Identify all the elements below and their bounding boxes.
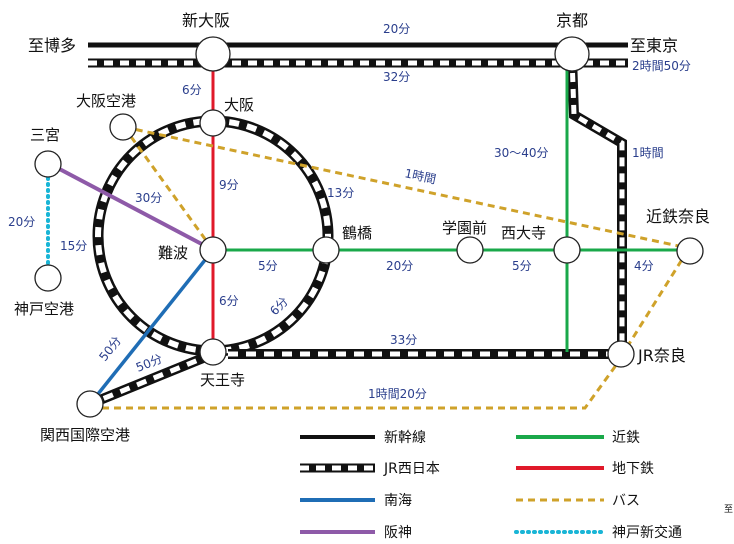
label-gakuenmae: 学園前: [442, 219, 487, 237]
label-tsuruhashi: 鶴橋: [342, 224, 372, 242]
label-kintetsu-nara: 近鉄奈良: [646, 207, 710, 226]
station-tsuruhashi-node[interactable]: [312, 236, 340, 264]
time-itami-nara: 1時間: [403, 166, 437, 186]
jr-kix-line: [88, 349, 215, 409]
station-shin-osaka-node[interactable]: [195, 36, 231, 72]
station-namba-node[interactable]: [199, 236, 227, 264]
label-sannomiya: 三宮: [30, 126, 60, 144]
jr-nara-line: [567, 56, 627, 350]
cutoff-label: 至: [724, 504, 733, 515]
time-namba-tsuruhashi: 5分: [258, 259, 278, 273]
time-osaka-tsuruhashi: 13分: [327, 186, 354, 200]
station-gakuenmae-node[interactable]: [456, 236, 484, 264]
station-jr-nara-node[interactable]: [607, 340, 635, 368]
time-tsuruhashi-gakuenmae: 20分: [386, 259, 413, 273]
legend-label-nankai: 南海: [384, 493, 412, 509]
station-kintetsu-nara-node[interactable]: [676, 237, 704, 265]
legend-label-hanshin: 阪神: [384, 525, 412, 541]
time-tennoji-tsuruhashi: 6分: [267, 294, 291, 318]
time-sannomiya-kobe: 20分: [8, 215, 35, 229]
station-sannomiya-node[interactable]: [34, 150, 62, 178]
nankai-line: [88, 248, 215, 406]
station-osaka-node[interactable]: [199, 109, 227, 137]
label-kobe-airport: 神戸空港: [14, 300, 74, 318]
time-kyoto-jrnara: 1時間: [632, 146, 664, 160]
legend-label-shinkansen: 新幹線: [384, 429, 426, 446]
label-osaka: 大阪: [224, 96, 254, 114]
label-tennoji: 天王寺: [200, 371, 245, 389]
label-kix: 関西国際空港: [40, 426, 130, 444]
time-jr-top: 32分: [383, 70, 410, 84]
time-kix-namba: 50分: [96, 334, 124, 364]
time-kyoto-saidaiji: 30〜40分: [494, 146, 549, 160]
label-hakata: 至博多: [28, 36, 76, 55]
label-saidaiji: 西大寺: [501, 224, 546, 242]
time-shinkansen: 20分: [383, 22, 410, 36]
time-saidaiji-kintetsunara: 4分: [634, 259, 654, 273]
station-kyoto-node[interactable]: [554, 36, 590, 72]
legend-label-jr: JR西日本: [383, 461, 440, 477]
legend: 新幹線 JR西日本 南海 阪神 近鉄 地下鉄 バス 神戸新交通: [300, 429, 682, 541]
time-gakuenmae-saidaiji: 5分: [512, 259, 532, 273]
station-tennoji-node[interactable]: [199, 338, 227, 366]
station-itami-node[interactable]: [109, 113, 137, 141]
time-namba-tennoji: 6分: [219, 294, 239, 308]
label-jr-nara: JR奈良: [637, 346, 686, 365]
station-kix-node[interactable]: [76, 390, 104, 418]
station-saidaiji-node[interactable]: [553, 236, 581, 264]
time-kix-nara: 1時間20分: [368, 387, 427, 401]
label-tokyo: 至東京: [630, 36, 678, 55]
label-kyoto: 京都: [556, 11, 588, 30]
legend-label-subway: 地下鉄: [612, 461, 654, 477]
legend-label-kintetsu: 近鉄: [612, 430, 640, 446]
label-shin-osaka: 新大阪: [182, 11, 230, 30]
time-shin-osaka-osaka: 6分: [182, 83, 202, 97]
bus-lines: [90, 125, 690, 410]
legend-label-kobe-shinkotsu: 神戸新交通: [612, 524, 682, 541]
time-sannomiya-namba: 15分: [60, 239, 87, 253]
hanshin-line: [49, 162, 214, 252]
label-namba: 難波: [158, 244, 188, 262]
station-kobe-airport-node[interactable]: [34, 264, 62, 292]
time-tokyo: 2時間50分: [632, 59, 691, 73]
time-itami-namba: 30分: [135, 191, 162, 205]
time-tennoji-jrnara: 33分: [390, 333, 417, 347]
legend-label-bus: バス: [612, 493, 640, 509]
time-osaka-namba: 9分: [219, 178, 239, 192]
label-itami: 大阪空港: [76, 92, 136, 110]
